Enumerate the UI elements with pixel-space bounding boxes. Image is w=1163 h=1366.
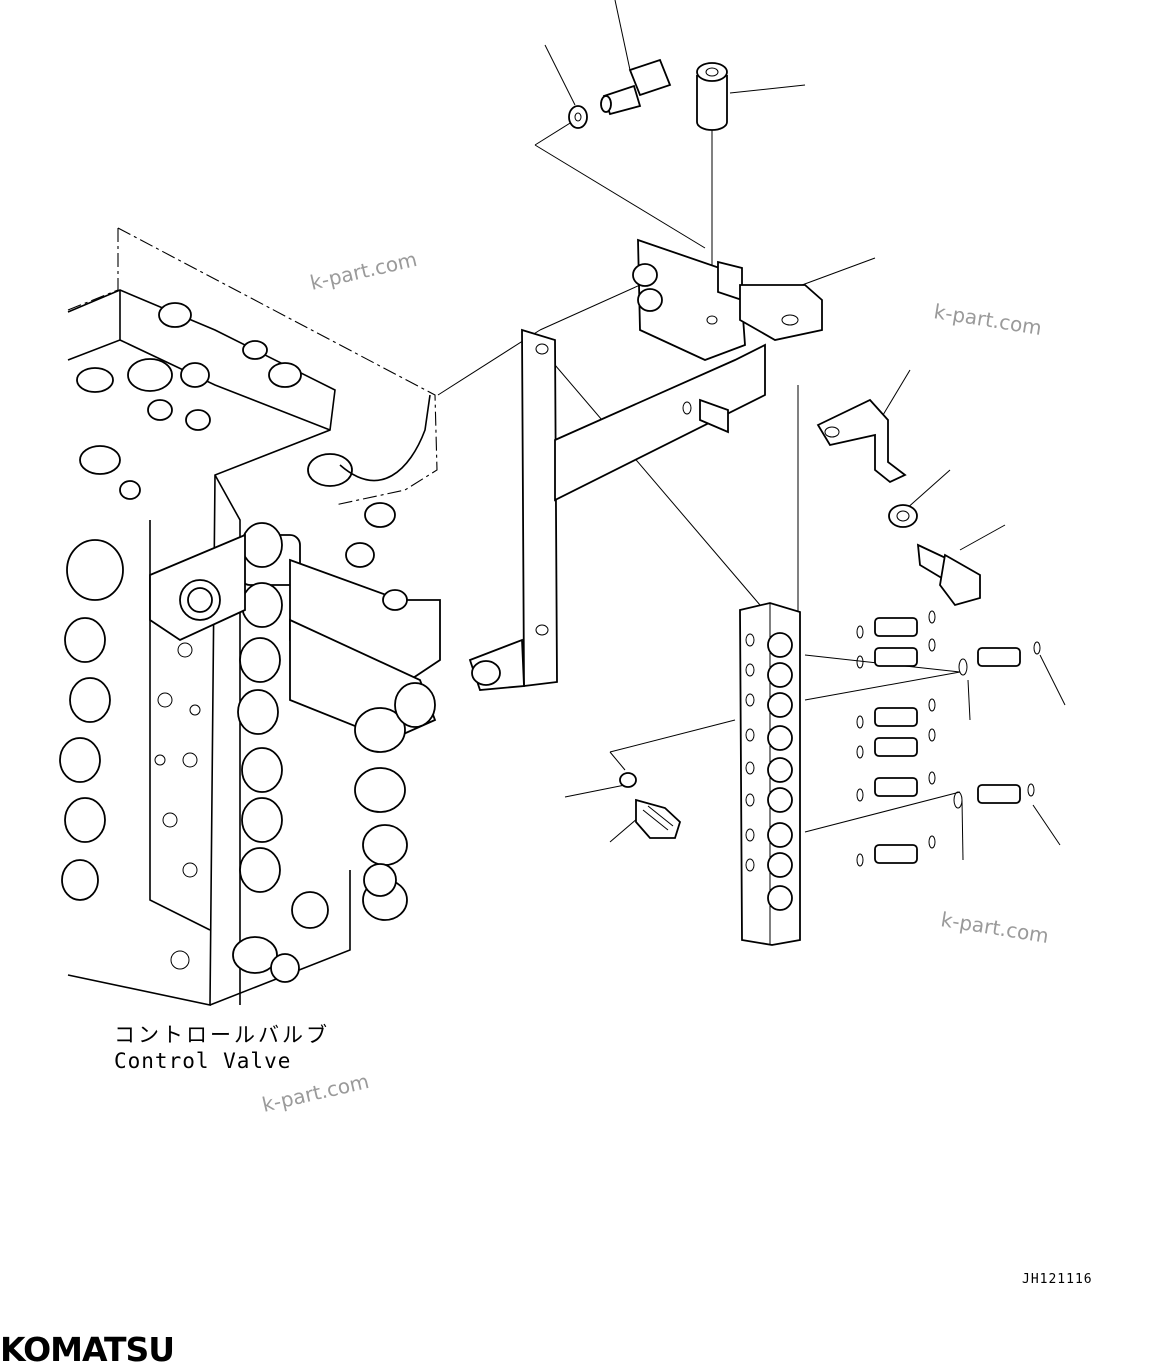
bolt-right	[916, 543, 981, 607]
spacer-collar	[696, 62, 728, 131]
washer-right	[888, 504, 918, 528]
fittings-column	[874, 617, 1021, 864]
control-valve-drawing	[59, 227, 441, 1006]
watermark: k-part.com	[932, 299, 1043, 340]
komatsu-logo: KOMATSU	[0, 1330, 174, 1366]
caption-english: Control Valve	[114, 1049, 291, 1073]
pressure-sensor	[635, 798, 682, 839]
watermark: k-part.com	[308, 247, 419, 295]
washer-top	[568, 105, 588, 129]
caption-japanese: コントロールバルブ	[114, 1023, 330, 1047]
bolt-top	[600, 58, 672, 116]
clamp-clip	[816, 398, 907, 484]
o-ring-small	[619, 772, 637, 788]
manifold-block	[739, 602, 801, 946]
mounting-bracket	[468, 238, 823, 691]
watermark: k-part.com	[939, 907, 1050, 948]
drawing-code: JH121116	[1022, 1272, 1093, 1287]
watermark: k-part.com	[260, 1069, 371, 1117]
o-rings	[856, 610, 1041, 867]
